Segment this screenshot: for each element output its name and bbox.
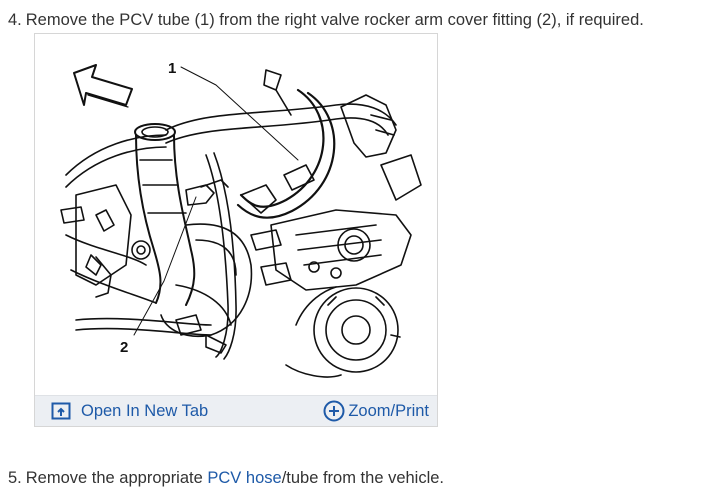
figure-toolbar: Open In New Tab Zoom/Print bbox=[35, 395, 437, 426]
callout-2: 2 bbox=[120, 339, 128, 356]
pcv-hose-link[interactable]: PCV hose bbox=[207, 469, 282, 487]
engine-illustration[interactable]: 1 2 bbox=[36, 35, 436, 397]
open-in-new-tab-label: Open In New Tab bbox=[81, 401, 209, 420]
step-text-after: /tube from the vehicle. bbox=[281, 469, 445, 487]
step-number: 4. bbox=[8, 11, 22, 29]
callout-1: 1 bbox=[168, 60, 176, 77]
direction-arrow-icon bbox=[73, 64, 133, 108]
zoom-print-button[interactable]: Zoom/Print bbox=[323, 400, 429, 422]
open-in-new-tab-icon bbox=[51, 402, 71, 420]
step-number: 5. bbox=[8, 469, 22, 487]
step-5-instruction: 5.Remove the appropriate PCV hose/tube f… bbox=[8, 468, 444, 488]
zoom-print-label: Zoom/Print bbox=[348, 401, 429, 420]
open-in-new-tab-button[interactable]: Open In New Tab bbox=[51, 400, 208, 422]
step-4-instruction: 4.Remove the PCV tube (1) from the right… bbox=[8, 10, 644, 30]
figure-panel: 1 2 Open In New Tab Zoom/Print bbox=[34, 33, 438, 427]
step-text: Remove the PCV tube (1) from the right v… bbox=[25, 11, 644, 29]
step-text-before: Remove the appropriate bbox=[25, 469, 203, 487]
zoom-plus-icon bbox=[323, 400, 345, 422]
